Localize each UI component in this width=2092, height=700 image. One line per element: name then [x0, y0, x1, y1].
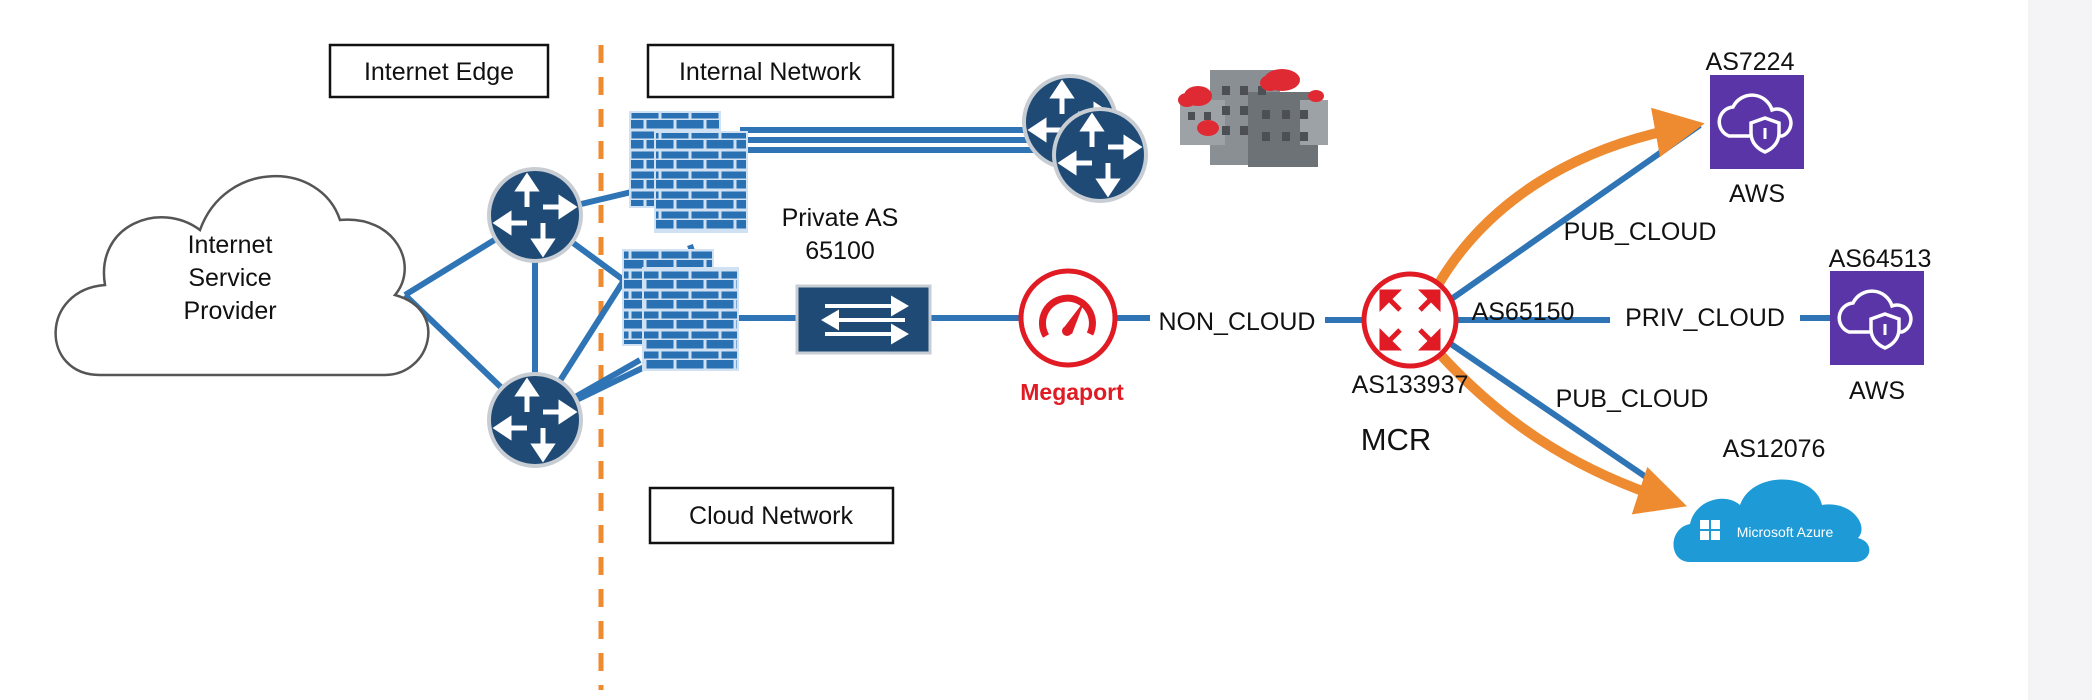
right-edge-panel	[2028, 0, 2092, 700]
mcr-label: MCR	[1361, 422, 1432, 457]
priv-cloud-link-label: PRIV_CLOUD	[1625, 304, 1785, 332]
non-cloud-link-label: NON_CLOUD	[1159, 308, 1316, 336]
aws-mid-label: AWS	[1849, 377, 1905, 405]
data-center-building-icon	[1178, 69, 1328, 167]
svg-text:Cloud Network: Cloud Network	[689, 502, 853, 530]
internal-firewall-icon	[629, 111, 748, 233]
pub-cloud-top-link-label: PUB_CLOUD	[1564, 218, 1717, 246]
private-as-label-line2: 65100	[805, 237, 875, 265]
mcr-router-icon	[1361, 271, 1459, 369]
svg-text:Internet Edge: Internet Edge	[364, 58, 514, 86]
pub-cloud-top-highlight	[1433, 107, 1705, 288]
megaport-label: Megaport	[1020, 379, 1124, 405]
internal-router-front-icon	[1054, 109, 1146, 201]
mcr-asn-label: AS133937	[1352, 371, 1469, 399]
private-as-label-line1: Private AS	[782, 204, 899, 232]
aws-mid-asn-label: AS64513	[1829, 245, 1932, 273]
mcr-local-as-label: AS65150	[1472, 298, 1575, 326]
aws-top-icon	[1708, 73, 1806, 171]
internet-edge-zone-label: Internet Edge	[328, 43, 550, 99]
network-links	[402, 122, 1830, 493]
isp-label-line3: Provider	[183, 297, 276, 325]
private-as-switch-icon	[795, 284, 932, 355]
svg-text:Internal Network: Internal Network	[679, 58, 862, 86]
pub-cloud-bottom-highlight	[1434, 348, 1688, 515]
pub-cloud-bottom-link-label: PUB_CLOUD	[1556, 385, 1709, 413]
isp-label-line1: Internet	[188, 231, 273, 259]
microsoft-azure-cloud-icon: Microsoft Azure	[1673, 479, 1870, 562]
isp-cloud: Internet Service Provider	[54, 175, 430, 377]
edge-router-bottom-icon	[489, 374, 581, 466]
megaport-icon	[1018, 268, 1118, 368]
aws-top-asn-label: AS7224	[1706, 48, 1795, 76]
aws-mid-icon	[1828, 269, 1926, 367]
edge-router-top-icon	[489, 169, 581, 261]
svg-text:Microsoft Azure: Microsoft Azure	[1737, 524, 1834, 540]
aws-top-label: AWS	[1729, 180, 1785, 208]
cloud-network-zone-label: Cloud Network	[648, 486, 895, 545]
internal-network-zone-label: Internal Network	[646, 43, 895, 99]
cloud-firewall-icon	[622, 249, 739, 371]
azure-asn-label: AS12076	[1723, 435, 1826, 463]
isp-label-line2: Service	[188, 264, 271, 292]
